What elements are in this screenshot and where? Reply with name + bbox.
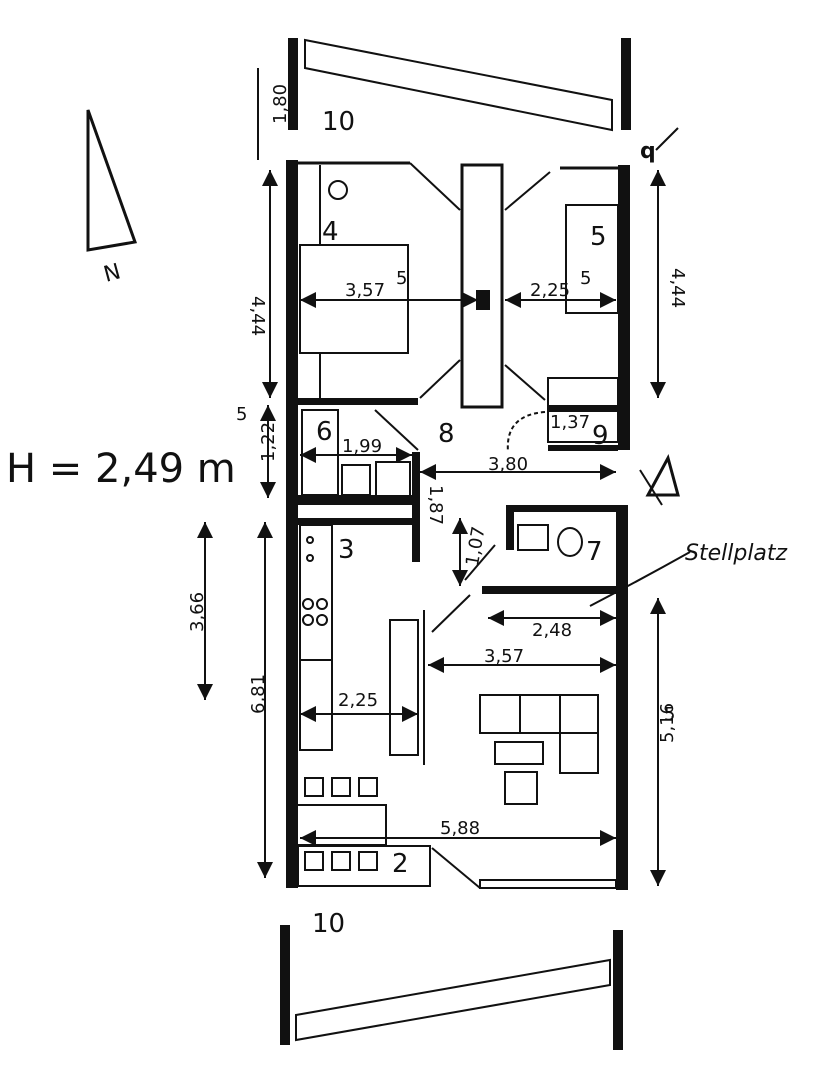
room-7-label: 7 [586, 537, 603, 567]
dim-5-88: 5,88 [440, 818, 480, 839]
dim-1-87: 1,87 [425, 485, 446, 525]
door-swings-top [409, 162, 551, 401]
dim-5-16: 5,16 [657, 703, 678, 743]
dim-4-44-right: 4,44 [667, 268, 688, 308]
room-7: 7 [464, 505, 626, 594]
dim-3-80: 3,80 [488, 454, 528, 475]
exterior-walls [286, 160, 630, 890]
dim-3-57-mid: 3,57 [484, 646, 524, 667]
north-arrow: N [86, 109, 138, 288]
balcony-bottom: 10 [280, 909, 623, 1050]
room-4-label: 4 [322, 217, 339, 247]
dim-2-25-top: 2,25 [530, 280, 570, 301]
dim-1-22-sup: 5 [236, 404, 247, 425]
dim-1-99: 1,99 [342, 436, 382, 457]
north-label: N [101, 259, 123, 287]
stellplatz-annotation: Stellplatz [589, 541, 788, 607]
dim-3-66: 3,66 [187, 592, 208, 632]
dim-1-22: 1,22 [258, 422, 279, 462]
height-note: H = 2,49 m [6, 446, 236, 492]
dim-3-57-sup: 5 [396, 268, 407, 289]
room-2-label: 2 [392, 849, 409, 879]
q-mark: q [640, 139, 656, 164]
room-3-label: 3 [338, 535, 355, 565]
q-arrow [655, 127, 679, 151]
balcony-top: 10 [288, 38, 631, 137]
entrance-arrow-icon [639, 453, 680, 506]
dim-1-37: 1,37 [550, 412, 590, 433]
room-10-bottom: 10 [312, 909, 345, 939]
dimension-lines: 1,80 4,44 3,57 5 2,25 5 4,44 1,22 5 1,99… [187, 68, 688, 886]
room-6: 6 [298, 409, 420, 562]
dim-2-48: 2,48 [532, 620, 572, 641]
dim-2-25-mid: 2,25 [338, 690, 378, 711]
living-room: 2 [295, 594, 617, 889]
room-10-top: 10 [322, 107, 355, 137]
dim-3-57-top: 3,57 [345, 280, 385, 301]
dim-1-80: 1,80 [270, 84, 291, 124]
room-3: 3 [298, 518, 418, 751]
room-5: 5 [565, 204, 619, 314]
room-5-label: 5 [590, 222, 607, 252]
dim-5-16-sup: 5 [664, 704, 675, 725]
room-9-label: 9 [592, 421, 609, 451]
dim-4-44-left: 4,44 [247, 296, 268, 336]
dim-6-81: 6,81 [248, 674, 269, 714]
central-shaft [460, 163, 504, 409]
stellplatz-label: Stellplatz [685, 541, 788, 566]
dim-2-25-sup: 5 [580, 268, 591, 289]
room-8-label: 8 [438, 419, 455, 449]
room-6-label: 6 [316, 417, 333, 447]
dim-1-07: 1,07 [462, 525, 490, 568]
